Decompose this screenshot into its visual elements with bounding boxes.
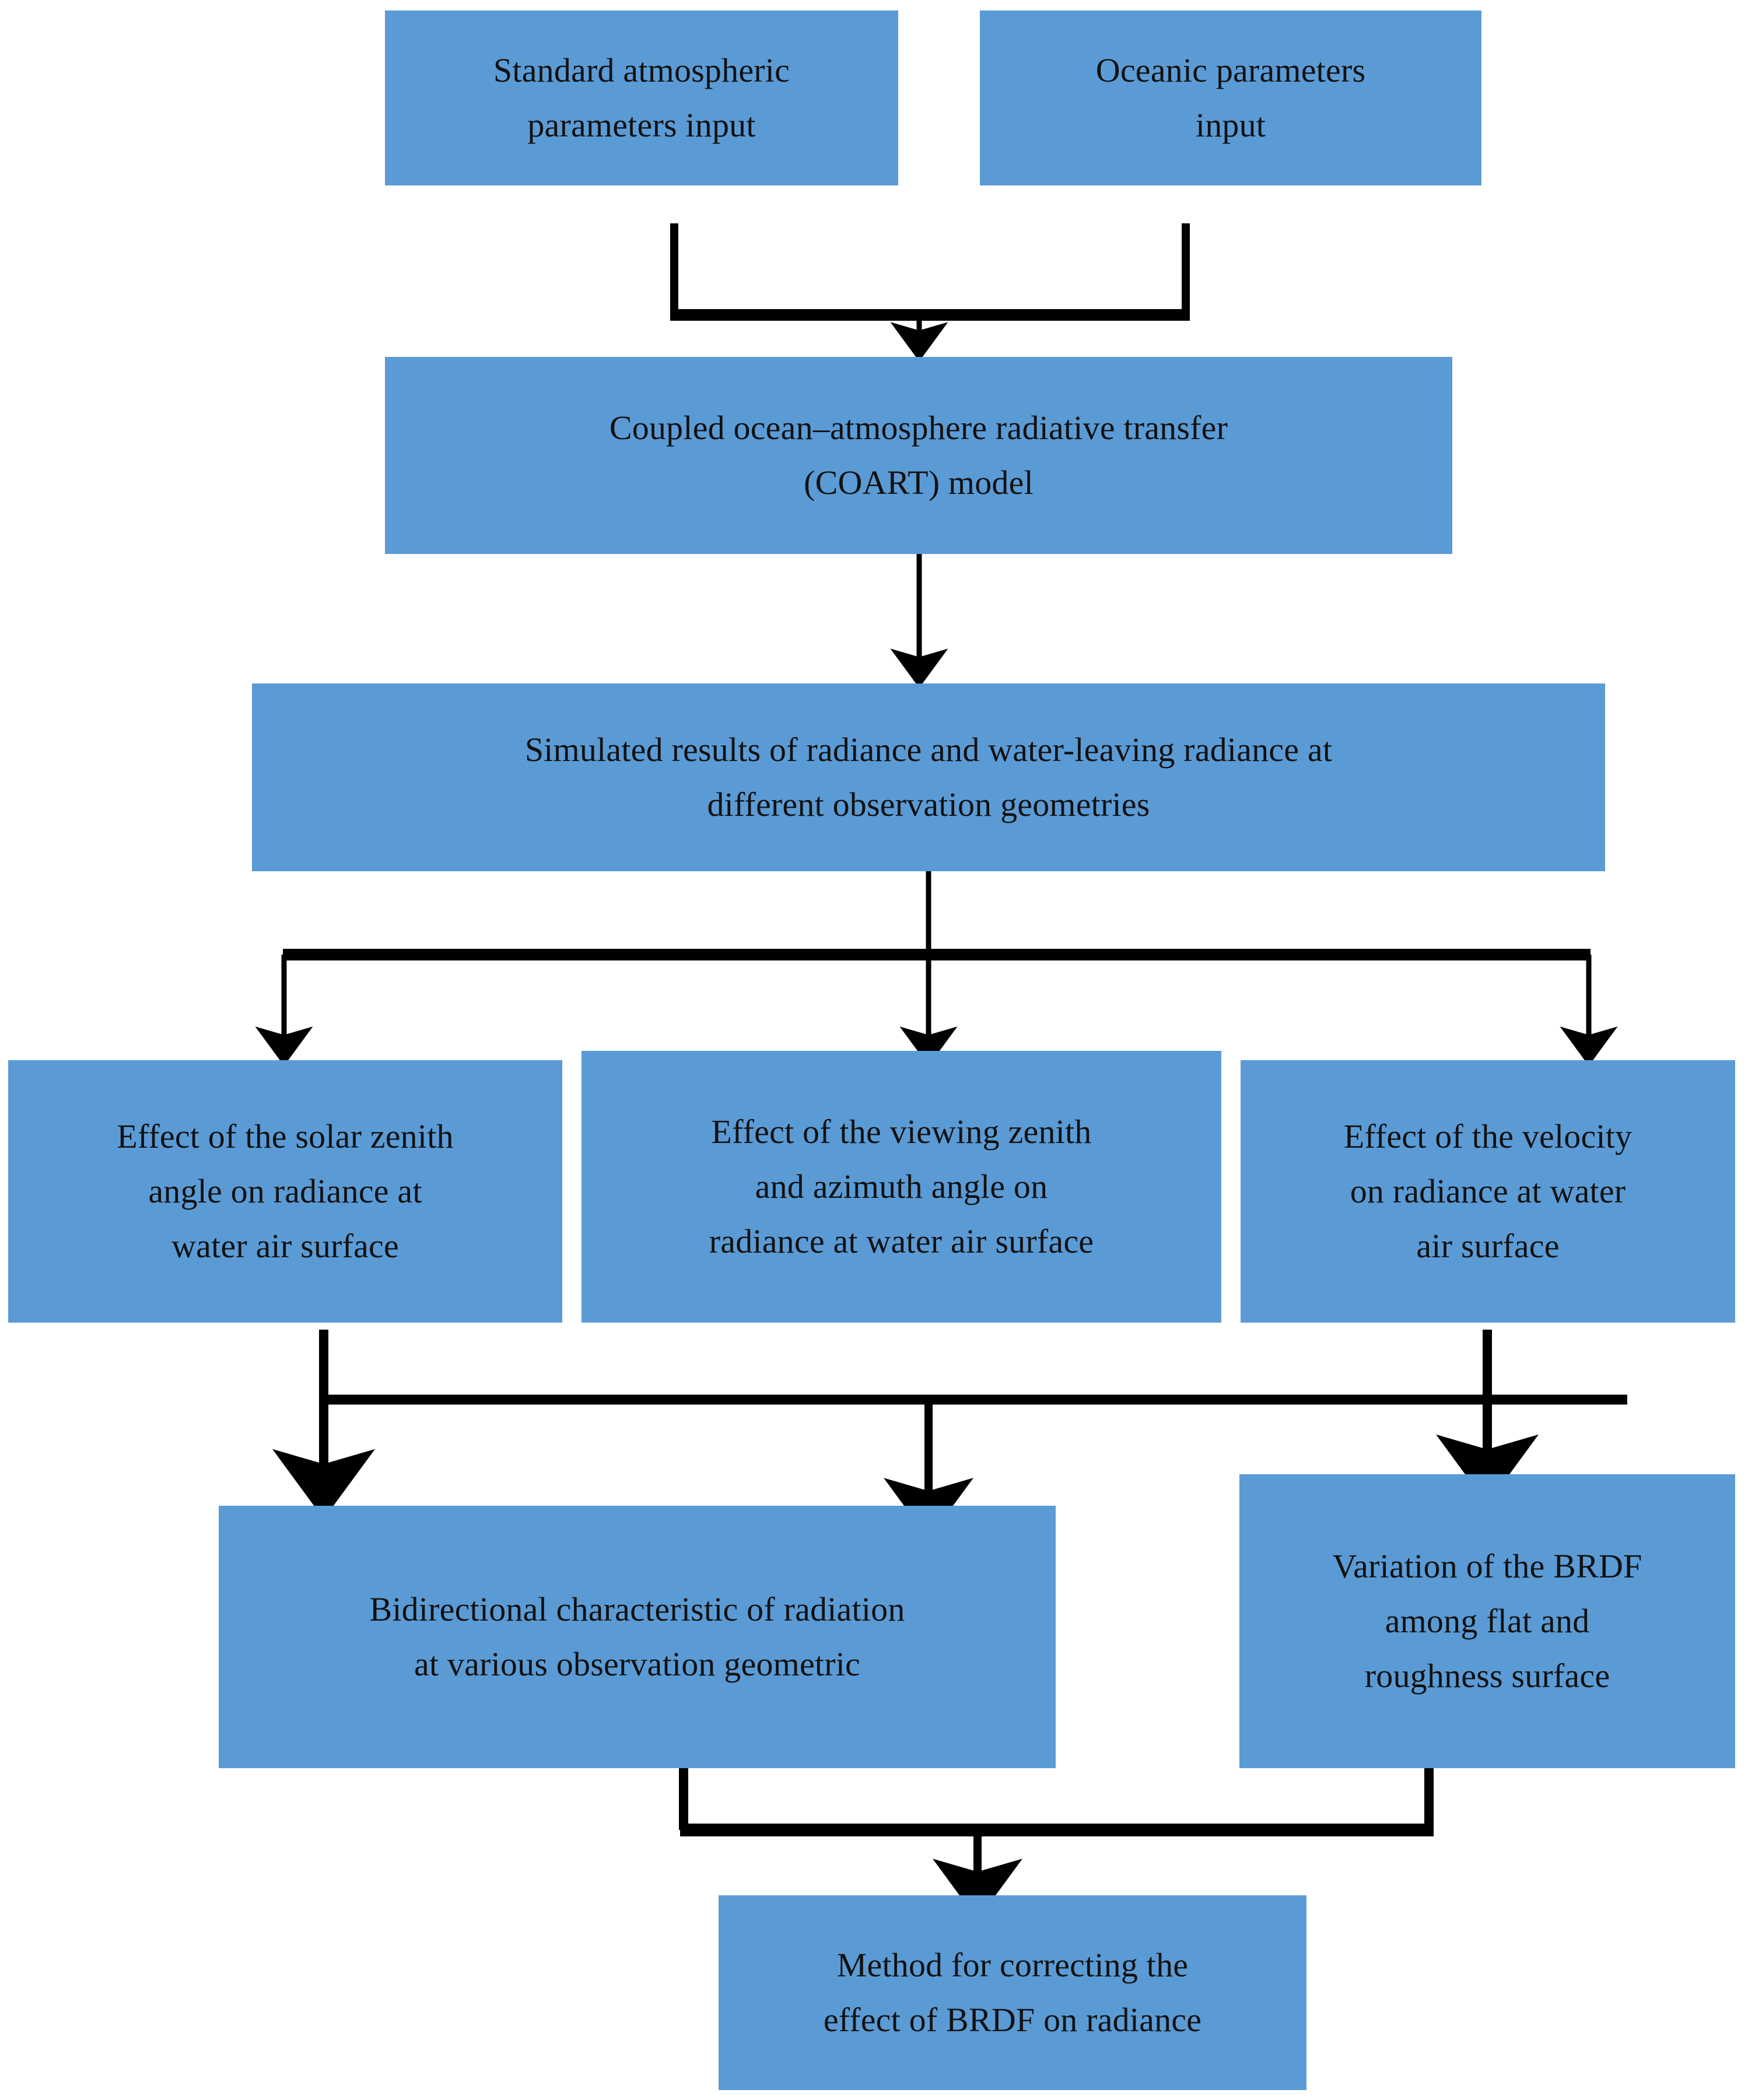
node-text-line: Effect of the solar zenith — [117, 1117, 454, 1156]
node-text-line: Variation of the BRDF — [1332, 1547, 1642, 1586]
node-text-line: Coupled ocean–atmosphere radiative trans… — [609, 409, 1228, 447]
node-text-line: water air surface — [171, 1226, 399, 1265]
node-text-line: at various observation geometric — [414, 1645, 860, 1683]
node-oceanic-parameters-input[interactable]: Oceanic parameters input — [980, 10, 1481, 185]
node-standard-atmospheric-parameters-input[interactable]: Standard atmospheric parameters input — [385, 10, 898, 185]
node-text-line: radiance at water air surface — [709, 1222, 1094, 1260]
node-text-line: parameters input — [527, 106, 756, 144]
connector-simulated-results-split — [255, 871, 1618, 1066]
node-text-line: input — [1195, 106, 1266, 144]
node-text-line: Effect of the velocity — [1343, 1117, 1633, 1156]
node-text-line: among flat and — [1385, 1602, 1590, 1640]
node-effect-viewing-zenith-azimuth-angle[interactable]: Effect of the viewing zenith and azimuth… — [582, 1051, 1221, 1323]
node-text-line: Bidirectional characteristic of radiatio… — [369, 1590, 905, 1629]
node-effect-solar-zenith-angle[interactable]: Effect of the solar zenith angle on radi… — [8, 1060, 562, 1323]
node-variation-brdf[interactable]: Variation of the BRDF among flat and rou… — [1239, 1474, 1735, 1768]
node-text-line: and azimuth angle on — [755, 1168, 1048, 1206]
node-text-line: effect of BRDF on radiance — [823, 2001, 1202, 2039]
node-text-line: roughness surface — [1364, 1656, 1610, 1695]
connector-results-merge-to-method — [679, 1768, 1434, 1920]
node-bidirectional-characteristic[interactable]: Bidirectional characteristic of radiatio… — [219, 1506, 1056, 1768]
node-text-line: Oceanic parameters — [1095, 51, 1366, 90]
node-text-line: on radiance at water — [1350, 1172, 1626, 1211]
node-coart-model[interactable]: Coupled ocean–atmosphere radiative trans… — [385, 357, 1452, 554]
node-text-line: angle on radiance at — [148, 1172, 422, 1211]
node-text-line: Effect of the viewing zenith — [711, 1113, 1092, 1151]
connector-inputs-merge-to-coart — [670, 223, 1190, 362]
node-simulated-results[interactable]: Simulated results of radiance and water-… — [252, 683, 1605, 871]
node-text-line: different observation geometries — [707, 786, 1150, 823]
node-method-correcting-brdf[interactable]: Method for correcting the effect of BRDF… — [719, 1895, 1306, 2090]
node-text-line: Simulated results of radiance and water-… — [524, 731, 1333, 769]
node-text-line: Method for correcting the — [836, 1946, 1189, 1985]
node-text-line: Standard atmospheric — [493, 51, 790, 90]
node-text-line: air surface — [1416, 1226, 1560, 1265]
node-effect-velocity[interactable]: Effect of the velocity on radiance at wa… — [1241, 1060, 1735, 1323]
node-text-line: (COART) model — [804, 464, 1034, 502]
connector-effects-to-results — [272, 1330, 1627, 1540]
